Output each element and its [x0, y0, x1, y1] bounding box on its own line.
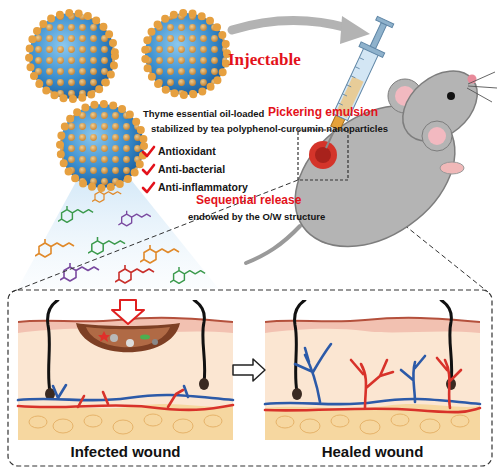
- property-item: Antioxidant: [158, 145, 216, 157]
- panel-caption: Healed wound: [265, 443, 480, 460]
- description-text: stabilized by tea polyphenol-curcumin na…: [151, 124, 388, 135]
- property-item: Anti-inflammatory: [158, 181, 248, 193]
- skin-panel: Infected wound: [18, 300, 233, 440]
- skin-panel: Healed wound: [265, 300, 480, 440]
- block-arrow: [233, 359, 265, 381]
- description-text: endowed by the O/W structure: [188, 212, 325, 223]
- description-text: Thyme essential oil-loaded: [143, 109, 264, 120]
- highlight-text: Pickering emulsion: [268, 106, 378, 120]
- highlight-text: Sequential release: [196, 194, 301, 208]
- method-label: Injectable: [228, 50, 301, 70]
- panel-caption: Infected wound: [18, 443, 233, 460]
- property-item: Anti-bacterial: [158, 163, 225, 175]
